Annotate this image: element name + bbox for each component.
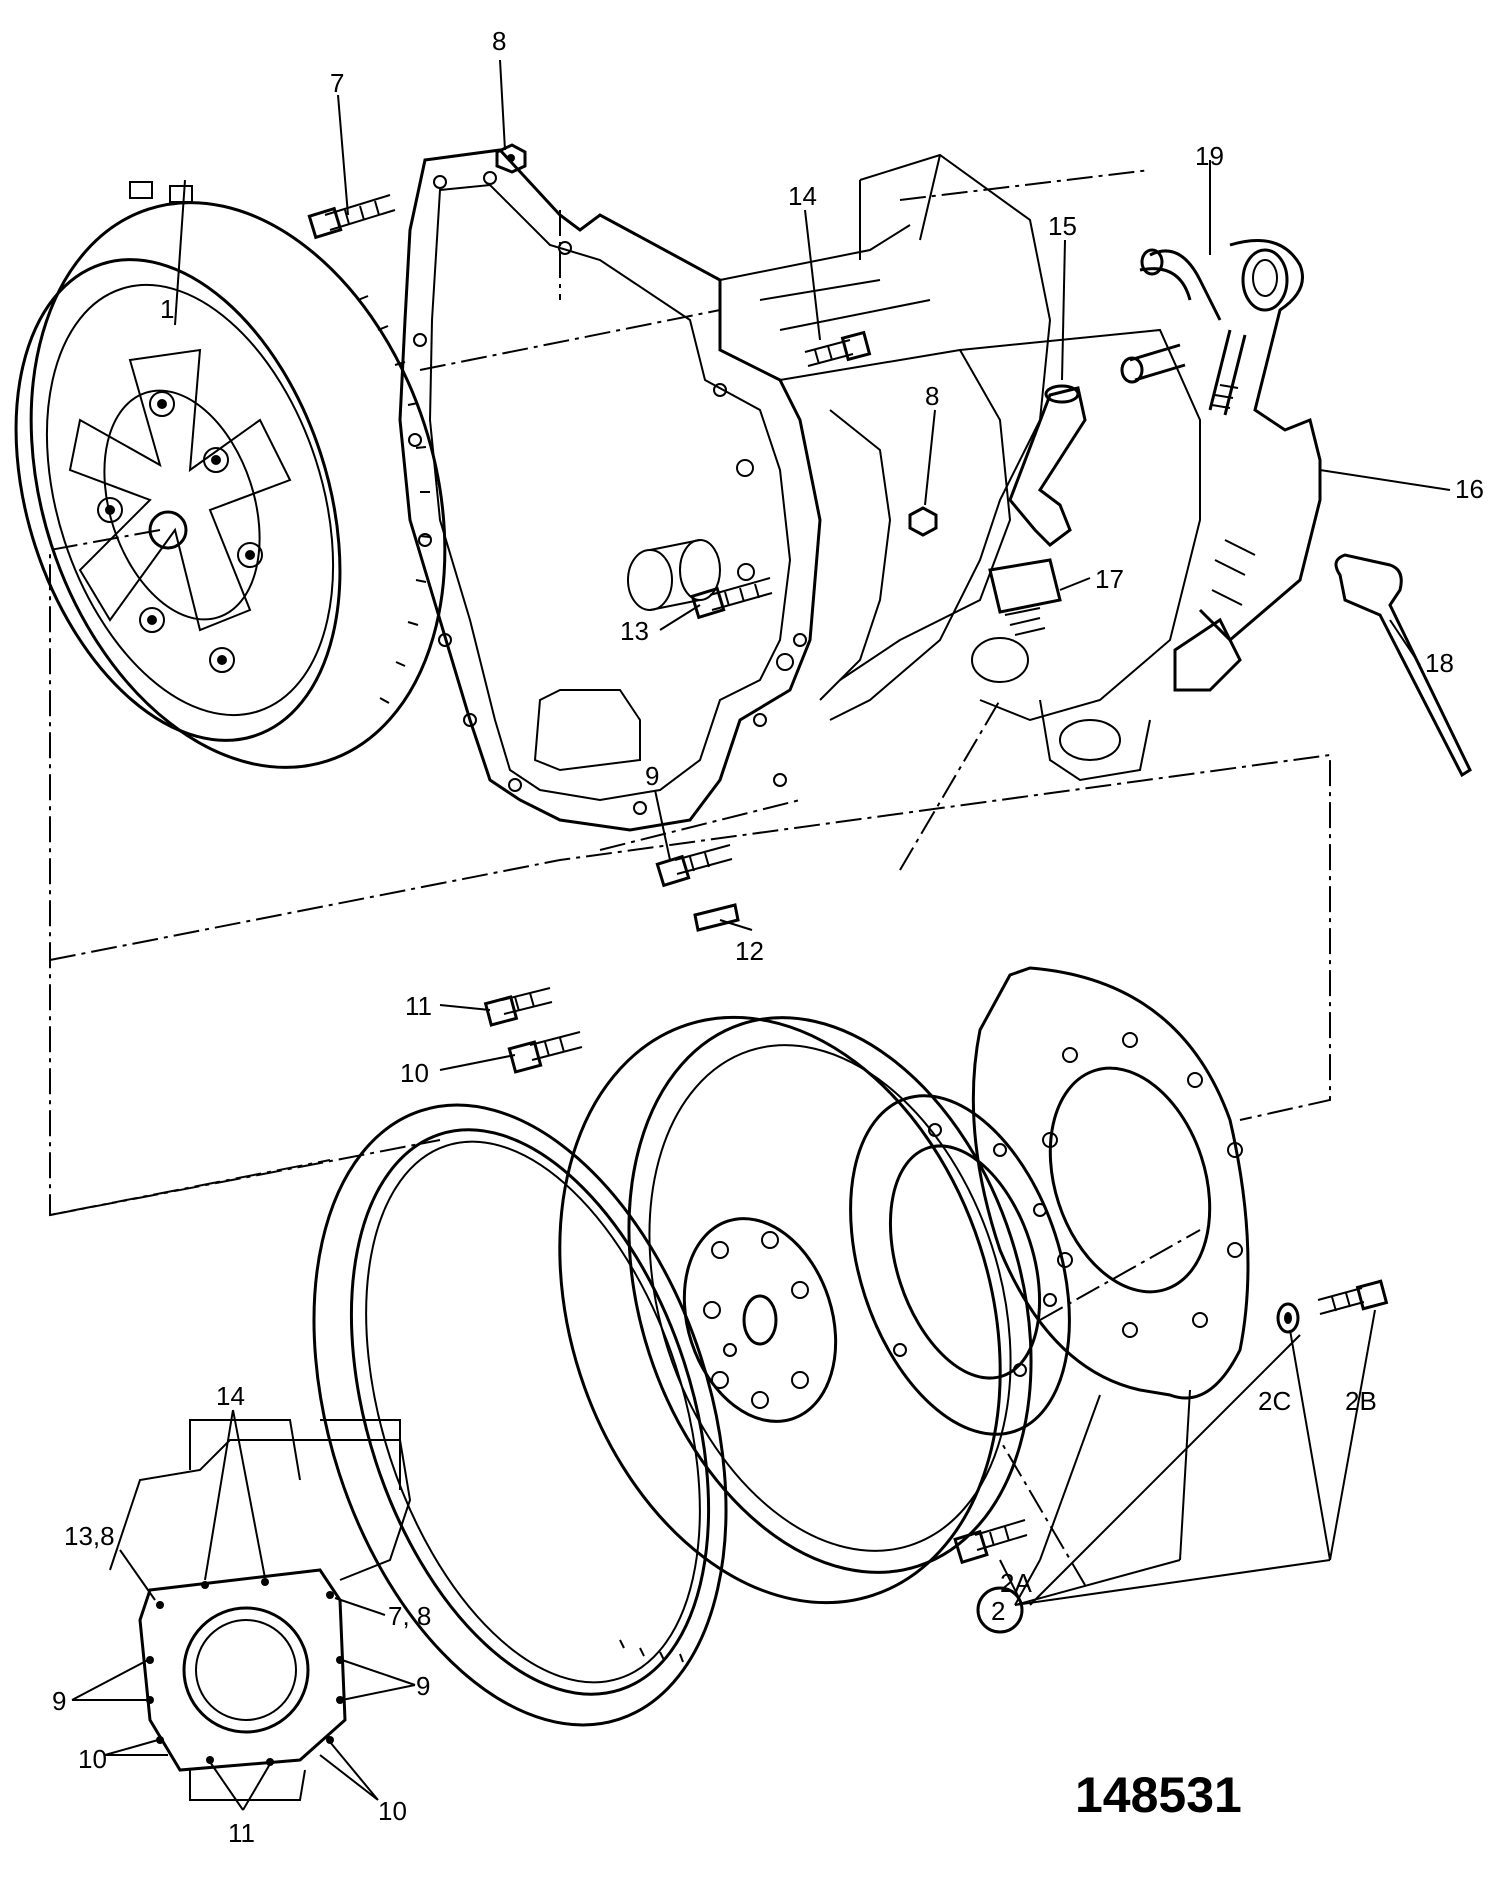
callout-16: 16 <box>1455 474 1484 504</box>
callout-2-circle: 2 <box>976 1586 1024 1634</box>
fitting-17 <box>988 558 1062 636</box>
inset-view <box>109 1419 412 1801</box>
flywheel-housing <box>398 148 822 832</box>
bolt-2a <box>953 1519 1028 1565</box>
callout-18: 18 <box>1425 648 1454 678</box>
callout-12: 12 <box>735 936 764 966</box>
callout-2: 2 <box>991 1596 1005 1626</box>
callout-13: 13 <box>620 616 649 646</box>
adapter-plate-small <box>849 1094 1071 1436</box>
inset-label-10-left: 10 <box>78 1744 107 1774</box>
inset-label-9-left: 9 <box>52 1686 66 1716</box>
figure-number: 148531 <box>1075 1767 1242 1823</box>
fitting-15 <box>1008 384 1087 547</box>
callout-19: 19 <box>1195 141 1224 171</box>
inset-label-9-right: 9 <box>416 1671 430 1701</box>
torque-converter <box>14 181 447 769</box>
bolt-7 <box>307 194 396 240</box>
nut-8-mid <box>908 506 938 537</box>
callout-15: 15 <box>1048 211 1077 241</box>
bolt-14 <box>804 330 872 367</box>
callout-9: 9 <box>645 761 659 791</box>
callout-8-top: 8 <box>492 26 506 56</box>
bolt-13 <box>690 577 773 620</box>
bolt-2b <box>1317 1279 1389 1315</box>
callout-10: 10 <box>400 1058 429 1088</box>
callout-2a: 2A <box>1000 1568 1032 1598</box>
callout-14: 14 <box>788 181 817 211</box>
transmission-body <box>719 153 1201 782</box>
bolt-10 <box>507 1031 583 1074</box>
callout-2b: 2B <box>1345 1386 1377 1416</box>
nut-8-top <box>495 143 527 174</box>
callout-7: 7 <box>330 68 344 98</box>
clamp-18 <box>1334 553 1472 778</box>
ring-gear <box>312 1103 728 1727</box>
callout-8-mid: 8 <box>925 381 939 411</box>
dowel-pin-12 <box>693 903 740 932</box>
inset-label-13-8: 13,8 <box>64 1521 115 1551</box>
callout-11: 11 <box>405 991 432 1021</box>
callout-1: 1 <box>160 294 174 324</box>
callout-17: 17 <box>1095 564 1124 594</box>
washer-2c <box>1276 1302 1300 1334</box>
inset-label-11: 11 <box>228 1818 255 1848</box>
alignment-lines <box>49 169 1331 1586</box>
inset-label-7-8: 7, 8 <box>388 1601 431 1631</box>
inset-label-10-right: 10 <box>378 1796 407 1826</box>
flex-plate <box>971 966 1250 1400</box>
bolt-11 <box>483 987 553 1027</box>
bolt-9 <box>655 844 733 888</box>
callout-2c: 2C <box>1258 1386 1291 1416</box>
inset-label-14: 14 <box>216 1381 245 1411</box>
hose-19 <box>1120 248 1222 384</box>
flywheel <box>558 1015 1033 1663</box>
leader-lines <box>71 59 1451 1811</box>
dipstick-tube-16 <box>1173 239 1322 692</box>
